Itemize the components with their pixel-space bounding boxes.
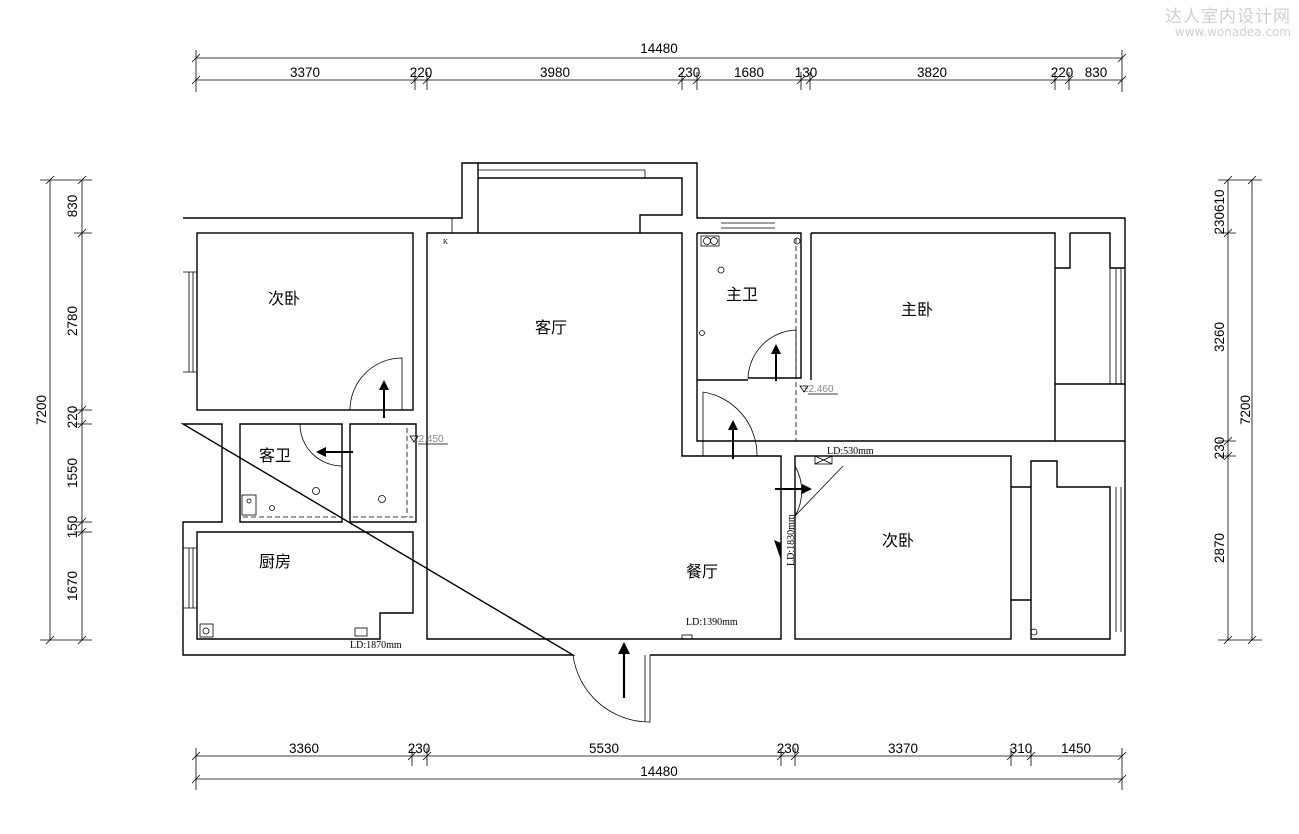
dim-right-top: 230610: [1212, 189, 1227, 234]
dim-top-seg: 3980: [540, 65, 570, 80]
room-label-guest-bath: 客卫: [259, 446, 291, 465]
outer-wall: [180, 162, 1126, 656]
dim-left-seg: 1550: [65, 458, 80, 488]
dim-top-total: 14480: [640, 41, 678, 56]
dim-top-seg: 3370: [290, 65, 320, 80]
dim-top-seg: 220: [410, 65, 433, 80]
room-label-master-bath: 主卫: [726, 285, 758, 304]
dim-left-seg: 220: [65, 406, 80, 429]
dim-bottom-seg: 230: [777, 741, 800, 756]
room-label-bedroom-se: 次卧: [882, 531, 914, 550]
dim-bottom-seg: 1450: [1061, 741, 1091, 756]
dim-left-total: 7200: [34, 395, 49, 425]
room-label-dining-room: 餐厅: [686, 562, 718, 581]
annotation-ld-1830: LD:1830mm: [786, 514, 797, 566]
dim-bottom-seg: 5530: [589, 741, 619, 756]
room-label-kitchen: 厨房: [259, 552, 291, 571]
dimension-bottom: 3360 230 5530 230 3370 310 1450 14480: [191, 741, 1127, 790]
dim-bottom-seg: 3370: [888, 741, 918, 756]
dim-top-seg: 1680: [734, 65, 764, 80]
room-label-master-bedroom: 主卧: [901, 300, 933, 319]
annotation-ld-530: LD:530mm: [827, 446, 874, 457]
dim-left-seg: 830: [65, 195, 80, 218]
svg-text:K: K: [443, 238, 448, 246]
dimension-right: 230610 3260 230 2870 7200: [1212, 175, 1262, 645]
dim-bottom-total: 14480: [640, 764, 678, 779]
dim-bottom-seg: 3360: [289, 741, 319, 756]
dim-left-seg: 2780: [65, 306, 80, 336]
dim-top-seg: 830: [1085, 65, 1108, 80]
dimension-left: 7200 830 2780 220 1550 150 1670: [34, 175, 92, 645]
dim-top-seg: 220: [1051, 65, 1074, 80]
bedroom-nw-wall: [196, 232, 414, 411]
level-mark-1: ±2.450: [413, 434, 444, 445]
watermark-url: www.wonadea.com: [1174, 25, 1291, 39]
bedroom-se-wall: [794, 455, 1012, 640]
fixtures: K: [199, 235, 1038, 640]
entry-arrows: [316, 344, 812, 698]
level-mark-2: ±2.460: [803, 384, 834, 395]
annotation-ld-1870: LD:1870mm: [350, 640, 402, 651]
dim-right-total: 7200: [1238, 395, 1253, 425]
dim-left-seg: 150: [65, 516, 80, 539]
room-label-bedroom-nw: 次卧: [268, 289, 300, 308]
dim-top-seg: 130: [795, 65, 818, 80]
dim-right-seg: 2870: [1212, 533, 1227, 563]
dim-right-seg: 230: [1212, 437, 1227, 460]
watermark-name: 达人室内设计网: [1165, 7, 1291, 27]
dim-bottom-seg: 310: [1010, 741, 1033, 756]
dim-bottom-seg: 230: [408, 741, 431, 756]
dim-right-seg: 3260: [1212, 322, 1227, 352]
dim-left-seg: 1670: [65, 571, 80, 601]
walls: [180, 162, 1126, 656]
dim-top-seg: 3820: [917, 65, 947, 80]
room-label-living-room: 客厅: [535, 318, 567, 337]
dim-top-seg: 230: [678, 65, 701, 80]
dimension-top: 14480 3370 220 3980 230 1680 130 3820 22…: [191, 41, 1127, 92]
annotation-ld-1390: LD:1390mm: [686, 617, 738, 628]
doors: [243, 238, 844, 723]
